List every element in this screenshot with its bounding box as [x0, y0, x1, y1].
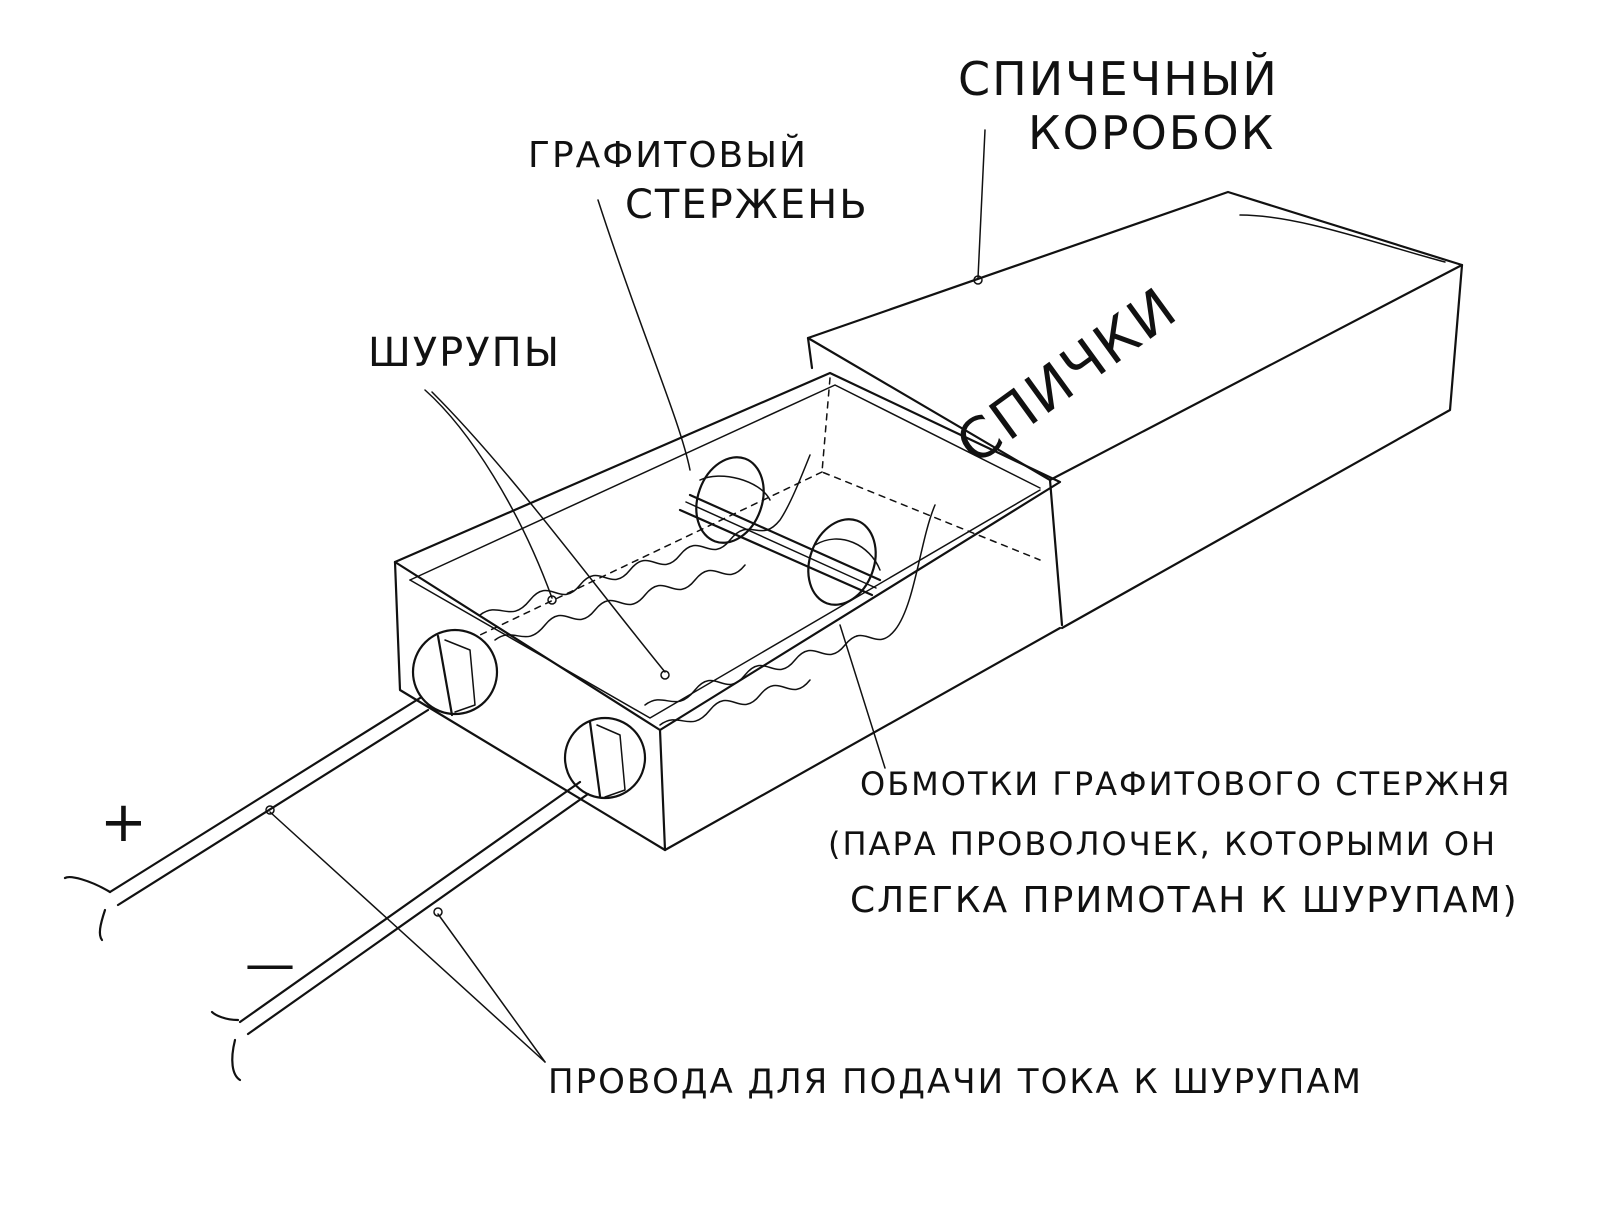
label-minus: —: [245, 935, 297, 993]
graphite-rod-drawing: [678, 456, 882, 606]
leader-lines: [265, 129, 986, 1063]
screw-heads: [411, 628, 647, 800]
label-windings-line2: (ПАРА ПРОВОЛОЧЕК, КОТОРЫМИ ОН: [828, 825, 1498, 863]
label-plus: +: [100, 790, 149, 855]
label-wires: ПРОВОДА ДЛЯ ПОДАЧИ ТОКА К ШУРУПАМ: [548, 1062, 1363, 1102]
label-windings-line3: СЛЕГКА ПРИМОТАН К ШУРУПАМ): [850, 880, 1519, 921]
label-matchbox-line2: КОРОБОК: [1028, 106, 1276, 160]
label-graphite-rod-line1: ГРАФИТОВЫЙ: [528, 135, 808, 176]
label-matchbox-line1: СПИЧЕЧНЫЙ: [958, 52, 1279, 106]
matchbox-sleeve: [806, 190, 1464, 630]
label-graphite-rod-line2: СТЕРЖЕНЬ: [625, 182, 869, 228]
matchbox-drawer: [393, 371, 1062, 852]
label-windings-line1: ОБМОТКИ ГРАФИТОВОГО СТЕРЖНЯ: [860, 765, 1512, 803]
label-screws: ШУРУПЫ: [368, 330, 562, 376]
